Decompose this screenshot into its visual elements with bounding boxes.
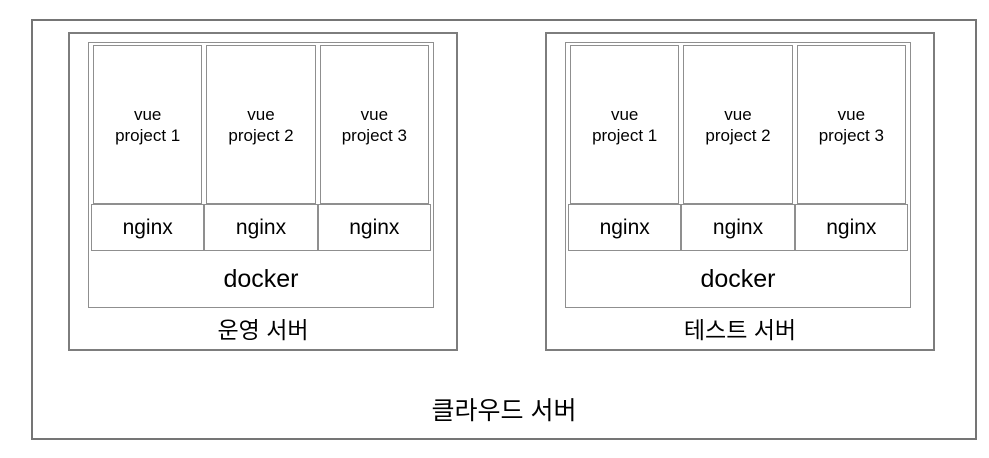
- vue-project-line1: vue: [837, 104, 866, 124]
- nginx-label: nginx: [712, 215, 764, 239]
- vue-project-line2: project 2: [705, 125, 771, 145]
- cloud-server-label: 클라우드 서버: [431, 397, 577, 425]
- vue-project-line1: vue: [247, 104, 275, 124]
- nginx-label: nginx: [826, 215, 877, 239]
- nginx-box: nginx: [91, 204, 205, 251]
- nginx-box: nginx: [681, 204, 795, 251]
- nginx-box: nginx: [568, 204, 682, 251]
- vue-project-line2: project 1: [592, 125, 658, 145]
- docker-label: docker: [700, 264, 776, 293]
- test-server-label: 테스트 서버: [683, 316, 797, 343]
- vue-project-line1: vue: [133, 104, 162, 124]
- vue-project-line1: vue: [360, 104, 389, 124]
- nginx-label: nginx: [599, 215, 650, 239]
- vue-project-line1: vue: [724, 104, 752, 124]
- vue-project-line2: project 3: [341, 125, 407, 145]
- vue-project-line1: vue: [610, 104, 639, 124]
- nginx-label: nginx: [235, 215, 287, 239]
- production-server-label: 운영 서버: [217, 316, 309, 343]
- nginx-box: nginx: [794, 204, 908, 251]
- nginx-box: nginx: [317, 204, 431, 251]
- vue-project-line2: project 3: [818, 125, 884, 145]
- docker-label: docker: [223, 264, 299, 293]
- vue-project-line2: project 1: [115, 125, 181, 145]
- vue-project-line2: project 2: [228, 125, 294, 145]
- nginx-label: nginx: [349, 215, 400, 239]
- nginx-box: nginx: [204, 204, 318, 251]
- nginx-label: nginx: [122, 215, 173, 239]
